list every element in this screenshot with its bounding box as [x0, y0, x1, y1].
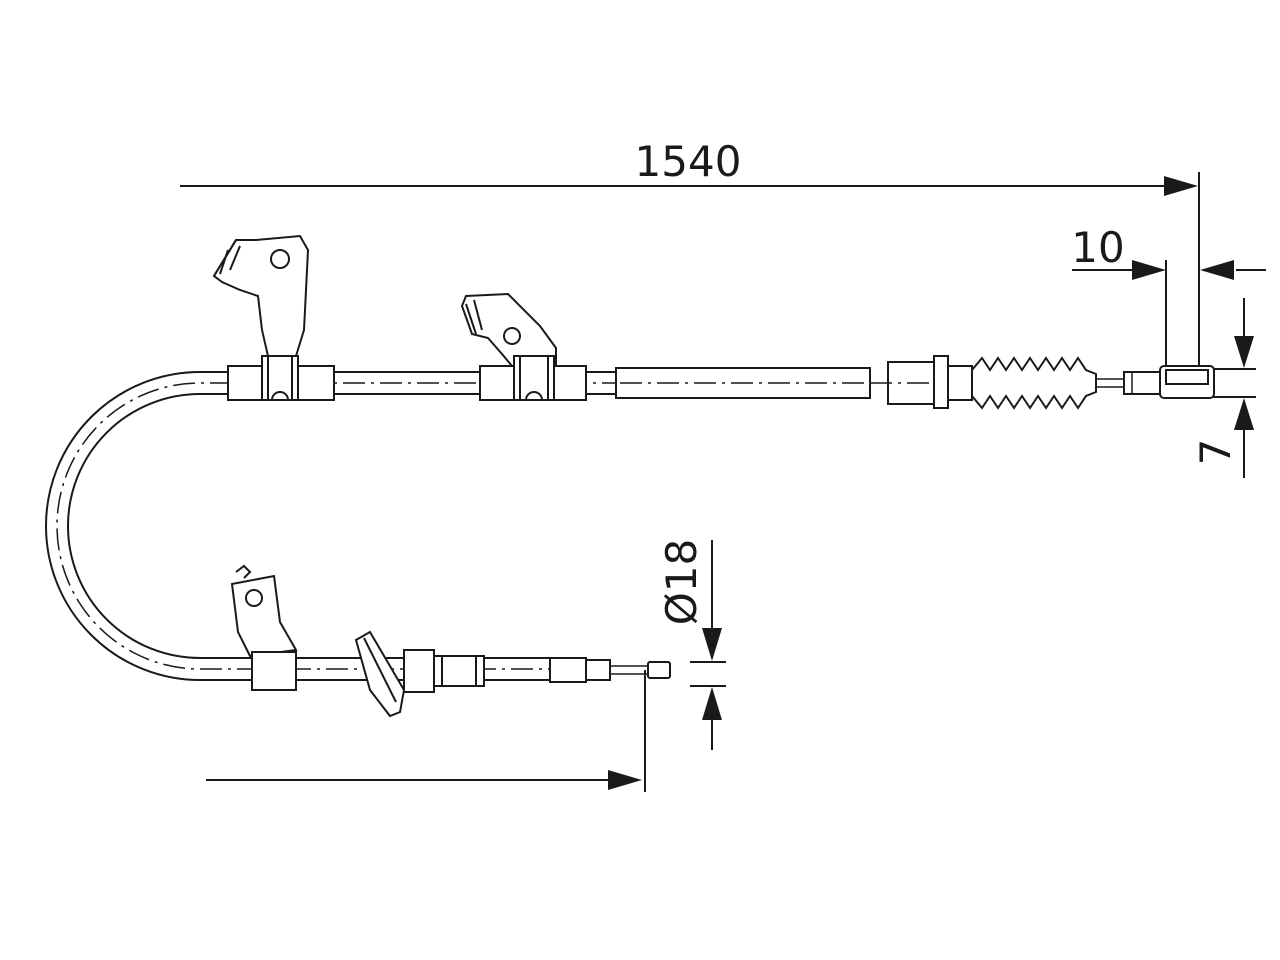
overall-length-dimension: 1540 — [180, 137, 1200, 366]
lower-reference-dimension — [206, 670, 646, 792]
end-length-dimension: 10 — [1071, 223, 1266, 366]
cable-sheath — [45, 371, 870, 681]
diameter-label: Ø18 — [657, 539, 706, 626]
lower-housing-assembly — [354, 630, 671, 718]
diameter-dimension: Ø18 — [657, 539, 726, 750]
middle-bracket-clamp — [460, 292, 587, 401]
upper-bracket-clamp — [212, 234, 335, 401]
cable-sleeve-tube — [615, 367, 871, 399]
end-height-dimension: 7 — [1191, 298, 1256, 478]
right-end-assembly — [870, 355, 1215, 410]
overall-length-label: 1540 — [635, 137, 742, 186]
end-length-label: 10 — [1071, 223, 1124, 272]
end-height-label: 7 — [1191, 439, 1240, 466]
lower-bracket-clamp — [230, 564, 298, 691]
